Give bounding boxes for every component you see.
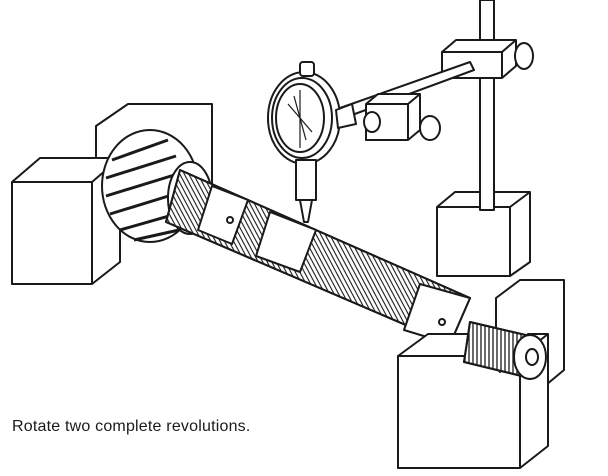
threaded-end bbox=[463, 321, 547, 380]
figure-caption: Rotate two complete revolutions. bbox=[12, 418, 251, 435]
dial-indicator bbox=[267, 61, 357, 223]
splined-shaft bbox=[165, 169, 471, 345]
indicator-stand bbox=[339, 0, 534, 277]
